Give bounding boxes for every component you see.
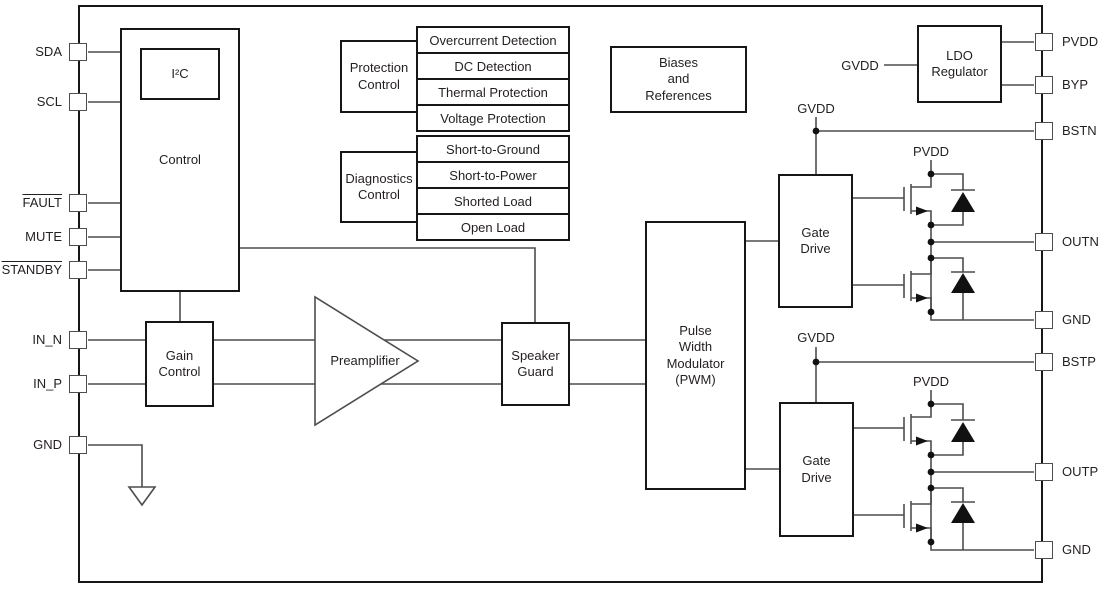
protection-item-label: Overcurrent Detection <box>429 32 557 48</box>
pin-gnd-n <box>1035 311 1053 329</box>
pin-bstn <box>1035 122 1053 140</box>
gate-drive-p-block: Gate Drive <box>779 402 854 537</box>
protection-item-label: DC Detection <box>454 58 532 74</box>
diagnostics-item-label: Open Load <box>460 219 526 235</box>
protection-control-label: Protection Control <box>349 60 409 92</box>
device-boundary <box>78 5 1043 583</box>
control-label: Control <box>159 151 201 167</box>
pin-gnd-n-label: GND <box>1062 312 1091 327</box>
protection-item-label: Voltage Protection <box>440 110 546 126</box>
pin-in-p <box>69 375 87 393</box>
speaker-guard-label: Speaker Guard <box>511 347 560 379</box>
protection-item-label: Thermal Protection <box>438 84 548 100</box>
preamplifier-label: Preamplifier <box>330 353 400 368</box>
pin-bstp <box>1035 353 1053 371</box>
protection-control-block: Protection Control <box>340 40 418 113</box>
pwm-block: Pulse Width Modulator (PWM) <box>645 221 746 490</box>
pin-pvdd <box>1035 33 1053 51</box>
pin-byp <box>1035 76 1053 94</box>
pin-scl-label: SCL <box>36 94 62 109</box>
pin-outp <box>1035 463 1053 481</box>
control-wires <box>179 247 536 322</box>
gate-drive-p-label: Gate Drive <box>801 453 832 485</box>
pin-fault-label: FAULT <box>22 195 63 210</box>
gain-control-label: Gain Control <box>158 347 201 379</box>
ldo-regulator-label: LDO Regulator <box>931 47 988 79</box>
preamplifier-triangle <box>314 295 420 427</box>
diagnostics-item-label: Short-to-Power <box>449 167 537 183</box>
pin-scl <box>69 93 87 111</box>
i2c-block: I²C <box>140 48 220 100</box>
pin-fault <box>69 194 87 212</box>
diagnostics-row-short-ground: Short-to-Ground <box>416 135 570 163</box>
diagnostics-item-label: Short-to-Ground <box>446 141 540 157</box>
protection-row-thermal: Thermal Protection <box>416 78 570 106</box>
biases-references-block: Biases and References <box>610 46 747 113</box>
pin-gnd-left <box>69 436 87 454</box>
diagnostics-control-label: Diagnostics Control <box>345 170 413 202</box>
left-pin-wires <box>88 51 145 385</box>
gain-control-block: Gain Control <box>145 321 214 407</box>
diagnostics-row-open-load: Open Load <box>416 213 570 241</box>
gvdd-ldo-label: GVDD <box>838 58 882 73</box>
diagnostics-control-block: Diagnostics Control <box>340 151 418 223</box>
protection-row-overcurrent: Overcurrent Detection <box>416 26 570 54</box>
junction-dots <box>927 170 935 316</box>
pin-standby <box>69 261 87 279</box>
pin-outn <box>1035 233 1053 251</box>
pin-gnd-left-label: GND <box>33 437 62 452</box>
gate-drive-n-block: Gate Drive <box>778 174 853 308</box>
pin-gnd-p-label: GND <box>1062 542 1091 557</box>
pin-gnd-p <box>1035 541 1053 559</box>
pin-mute <box>69 228 87 246</box>
diagnostics-row-shorted-load: Shorted Load <box>416 187 570 215</box>
pin-pvdd-label: PVDD <box>1062 34 1099 49</box>
pin-outp-label: OUTP <box>1062 464 1099 479</box>
pvdd-p-label: PVDD <box>909 374 953 389</box>
pin-in-p-label: IN_P <box>33 376 62 391</box>
ldo-regulator-block: LDO Regulator <box>917 25 1002 103</box>
pin-sda <box>69 43 87 61</box>
gvdd-bootstrap-p <box>812 347 1034 402</box>
pvdd-n-label: PVDD <box>909 144 953 159</box>
gate-drive-n-label: Gate Drive <box>800 224 831 256</box>
pin-bstp-label: BSTP <box>1062 354 1096 369</box>
ground-symbol <box>88 444 157 507</box>
protection-row-voltage: Voltage Protection <box>416 104 570 132</box>
pwm-label: Pulse Width Modulator (PWM) <box>666 323 725 387</box>
pin-sda-label: SDA <box>35 44 62 59</box>
pin-in-n <box>69 331 87 349</box>
protection-row-dc: DC Detection <box>416 52 570 80</box>
speaker-guard-block: Speaker Guard <box>501 322 570 406</box>
pin-outn-label: OUTN <box>1062 234 1099 249</box>
ldo-wires <box>884 41 1034 86</box>
gvdd-p-label: GVDD <box>794 330 838 345</box>
pin-standby-label: STANDBY <box>1 262 62 277</box>
diagnostics-item-label: Shorted Load <box>453 193 533 209</box>
i2c-label: I²C <box>171 65 189 81</box>
pin-bstn-label: BSTN <box>1062 123 1097 138</box>
pin-byp-label: BYP <box>1062 77 1089 92</box>
pin-mute-label: MUTE <box>25 229 62 244</box>
biases-references-label: Biases and References <box>645 55 712 103</box>
gvdd-n-label: GVDD <box>794 101 838 116</box>
gvdd-bootstrap-n <box>812 117 1034 174</box>
pin-in-n-label: IN_N <box>32 332 62 347</box>
half-bridge-n <box>850 160 1034 321</box>
diagnostics-row-short-power: Short-to-Power <box>416 161 570 189</box>
